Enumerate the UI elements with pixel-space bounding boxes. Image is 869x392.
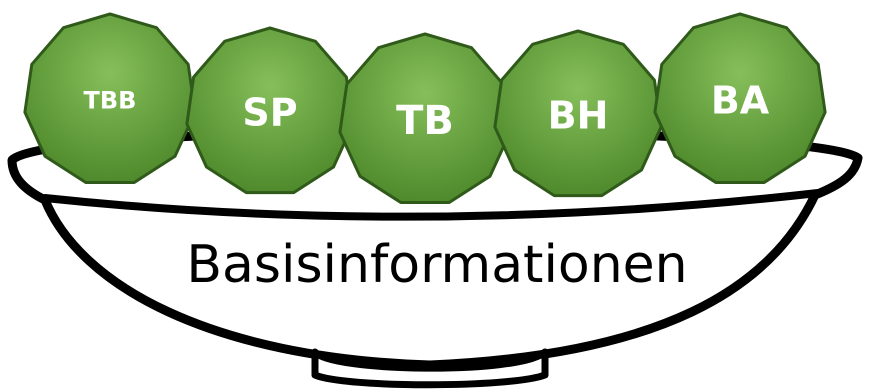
ball-tb-label: TB: [396, 98, 454, 144]
bowl-rim: [41, 189, 822, 221]
balls-group: TBB SP TB BH BA: [23, 12, 827, 204]
ball-bh-label: BH: [548, 93, 609, 137]
bowl-foot: [311, 348, 549, 389]
ball-bh-shape: [493, 29, 663, 198]
ball-tb-shape: [338, 32, 512, 204]
bowl: Basisinformationen: [7, 127, 863, 389]
ball-tbb: TBB: [23, 12, 197, 184]
bowl-label: Basisinformationen: [186, 235, 687, 295]
ball-tbb-label: TBB: [84, 86, 137, 114]
ball-sp-label: SP: [242, 90, 297, 134]
ball-ba-shape: [653, 12, 827, 184]
ball-sp-shape: [185, 26, 355, 195]
ball-bh: BH: [493, 29, 663, 198]
ball-tbb-shape: [23, 12, 197, 184]
ball-ba: BA: [653, 12, 827, 184]
ball-ba-label: BA: [711, 78, 770, 122]
ball-sp: SP: [185, 26, 355, 195]
ball-tb: TB: [338, 32, 512, 204]
